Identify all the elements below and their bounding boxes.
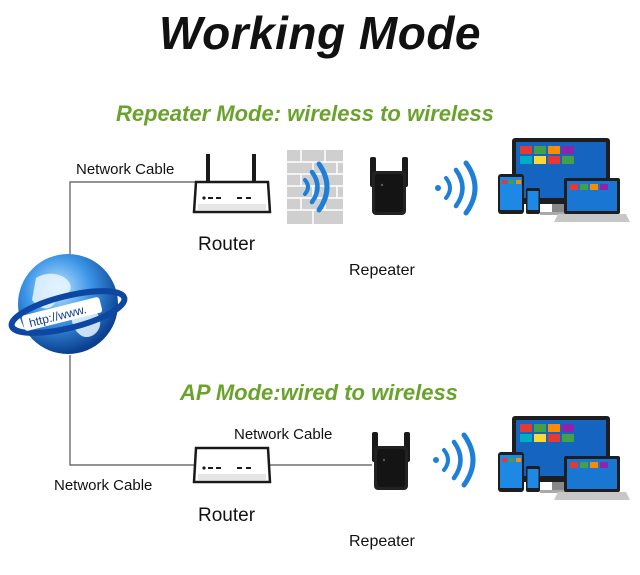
bottom-cable-label: Network Cable xyxy=(54,477,153,494)
top-cable-label: Network Cable xyxy=(76,161,175,178)
bottom-repeater-label: Repeater xyxy=(349,533,415,550)
client-devices-icon-top xyxy=(498,138,630,222)
bottom-router-label: Router xyxy=(198,505,256,526)
ap-mode-heading: AP Mode:wired to wireless xyxy=(180,380,458,405)
wifi-signal-icon-top xyxy=(435,160,478,216)
repeater-mode-heading: Repeater Mode: wireless to wireless xyxy=(116,101,494,126)
top-repeater-label: Repeater xyxy=(349,262,415,279)
router-icon-top xyxy=(192,154,272,214)
top-network-cable xyxy=(69,181,195,258)
wifi-signal-icon-bottom xyxy=(433,432,476,488)
bottom-network-cable xyxy=(69,355,195,466)
internet-globe-icon: http://www. xyxy=(8,254,128,354)
router-icon-bottom xyxy=(192,446,272,484)
repeater-icon-bottom xyxy=(372,432,410,490)
wall-signal-icon xyxy=(287,150,343,224)
client-devices-icon-bottom xyxy=(498,416,630,500)
top-router-label: Router xyxy=(198,234,256,255)
ap-cable-label: Network Cable xyxy=(234,426,333,443)
repeater-icon-top xyxy=(370,157,408,215)
diagram-title: Working Mode xyxy=(158,7,482,59)
